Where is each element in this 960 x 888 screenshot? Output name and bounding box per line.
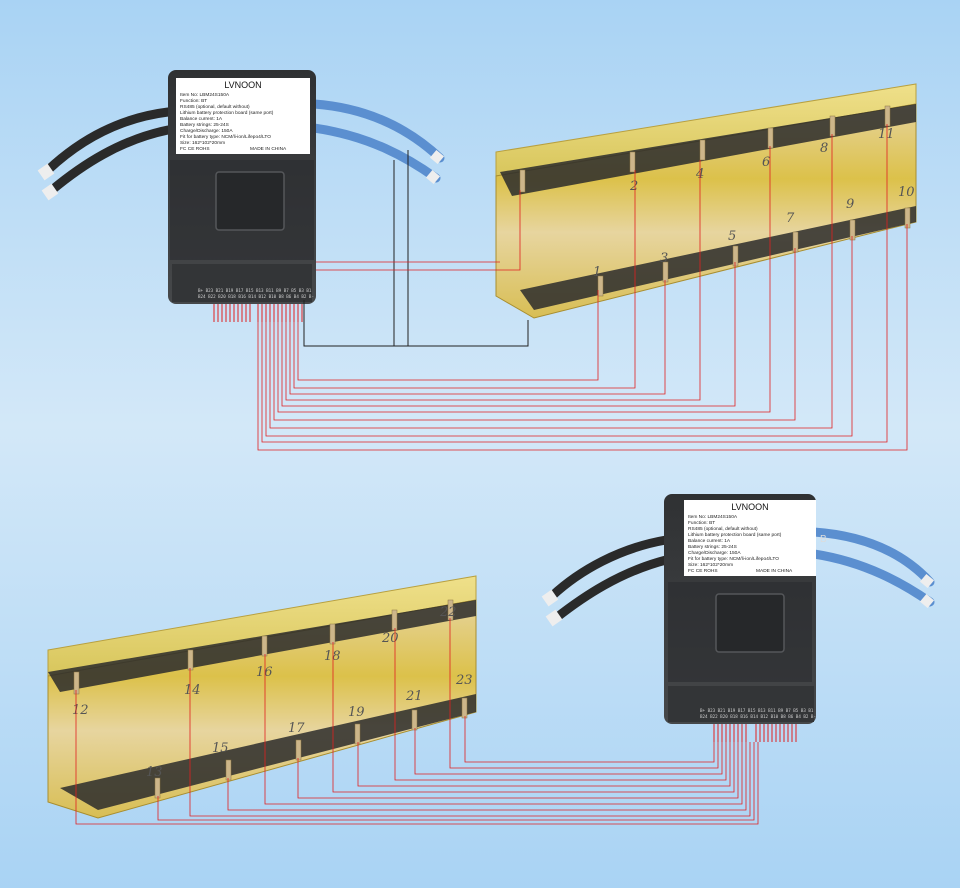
wires-bottom — [75, 618, 759, 825]
cell-number: 20 — [381, 631, 399, 646]
cell-number: 12 — [72, 703, 89, 718]
wires-top — [257, 124, 908, 451]
cert-label: FC CE ROHS — [180, 146, 210, 152]
cell-number: 17 — [288, 721, 305, 736]
spec-line: Item No: LBM24S150A — [180, 92, 230, 98]
spec-list: Item No: LBM24S150A Function: BT RS485 (… — [688, 514, 793, 574]
spec-line: Lithium battery protection board (same p… — [180, 110, 274, 116]
spec-line: Battery strings: 25-24S — [688, 544, 737, 550]
brand-label: LVNOON — [731, 502, 768, 512]
cell-number: 11 — [878, 127, 895, 142]
spec-line: Balance current: 1A — [688, 538, 731, 544]
spec-line: Charge/Discharge: 150A — [180, 128, 233, 134]
cell-number: 23 — [455, 673, 473, 688]
cell-number: 7 — [786, 211, 795, 226]
made-in-label: MADE IN CHINA — [756, 568, 793, 574]
pin-label: B+ B23 B21 B19 B17 B15 B13 B11 B9 B7 B5 … — [700, 708, 814, 713]
spec-line: Fit for battery type: NCM/li-ion/Lifepo4… — [688, 556, 779, 562]
spec-list: Item No: LBM24S150A Function: BT RS485 (… — [180, 92, 287, 152]
cell-number: 5 — [728, 229, 736, 244]
pin-label: B+ B23 B21 B19 B17 B15 B13 B11 B9 B7 B5 … — [198, 288, 312, 293]
spec-line: Balance current: 1A — [180, 116, 223, 122]
spec-line: RS485 (optional, default without) — [180, 104, 250, 110]
made-in-label: MADE IN CHINA — [250, 146, 287, 152]
brand-label: LVNOON — [224, 80, 261, 90]
cell-number: 14 — [184, 683, 201, 698]
cell-number: 15 — [212, 741, 229, 756]
battery-pack-top: 1 2 3 4 5 6 7 8 9 10 11 — [495, 83, 917, 319]
spec-line: Function: BT — [688, 520, 715, 526]
cell-number: 19 — [348, 705, 365, 720]
spec-line: Lithium battery protection board (same p… — [688, 532, 782, 538]
cell-number: 22 — [439, 605, 457, 620]
cell-number: 10 — [898, 185, 915, 200]
cell-number: 1 — [593, 265, 601, 280]
spec-line: Battery strings: 25-24S — [180, 122, 229, 128]
bms-board-bottom: P- B- LVNOON Item No: LBM24S150A Functio… — [541, 494, 935, 742]
battery-pack-bottom: 12 13 14 15 16 17 18 19 20 21 22 23 — [47, 575, 477, 819]
terminal-b-label: B- — [820, 534, 830, 545]
cell-number: 2 — [629, 179, 638, 194]
cell-number: 21 — [405, 689, 423, 704]
cell-number: 8 — [820, 141, 828, 156]
cell-number: 9 — [846, 197, 854, 212]
spec-line: RS485 (optional, default without) — [688, 526, 758, 532]
spec-line: Charge/Discharge: 150A — [688, 550, 741, 556]
spec-line: Size: 162*102*20mm — [688, 562, 733, 568]
cell-number: 13 — [146, 765, 163, 780]
spec-line: Function: BT — [180, 98, 207, 104]
cell-number: 16 — [256, 665, 273, 680]
cert-label: FC CE ROHS — [688, 568, 718, 574]
cell-number: 3 — [660, 251, 668, 266]
cell-number: 18 — [324, 649, 341, 664]
bms-board-top: P- B- LVNOON Item No: LBM24S150A Functio… — [37, 70, 445, 322]
spec-line: Fit for battery type: NCM/li-ion/Lifepo4… — [180, 134, 271, 140]
spec-line: Item No: LBM24S150A — [688, 514, 738, 520]
spec-line: Size: 162*102*20mm — [180, 140, 225, 146]
cell-number: 6 — [762, 155, 770, 170]
pin-label: B24 B22 B20 B18 B16 B14 B12 B10 B8 B6 B4… — [700, 714, 816, 719]
pin-label: B24 B22 B20 B18 B16 B14 B12 B10 B8 B6 B4… — [198, 294, 314, 299]
